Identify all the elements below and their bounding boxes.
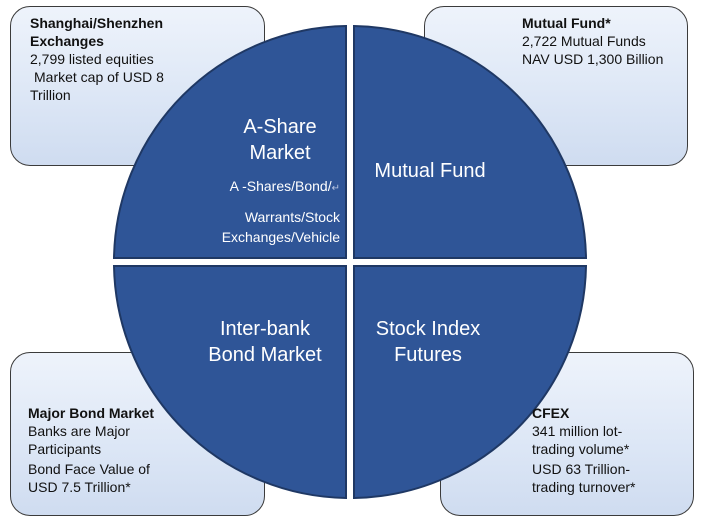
label-line: Market: [249, 142, 311, 164]
major-bond-market-text: Major Bond Market Banks are Major Partic…: [28, 404, 228, 496]
mutual-fund-text: Mutual Fund* 2,722 Mutual Funds NAV USD …: [522, 14, 682, 68]
box-line: Banks are Major: [28, 423, 130, 439]
label-line: Stock Index: [375, 318, 481, 340]
cfex-text: CFEX 341 million lot- trading volume* US…: [532, 404, 682, 496]
sub-line: Exchanges/Vehicle: [221, 229, 340, 245]
box-line: NAV USD 1,300 Billion: [522, 51, 664, 67]
box-title: Shanghai/Shenzhen Exchanges: [30, 15, 164, 49]
shanghai-shenzhen-text: Shanghai/Shenzhen Exchanges 2,799 listed…: [30, 14, 200, 104]
label-line: Inter-bank: [219, 318, 311, 340]
return-mark-icon: ↵: [331, 183, 340, 194]
box-line: Bond Face Value of: [28, 461, 150, 477]
label-line: Futures: [394, 344, 462, 366]
box-line: trading turnover*: [532, 479, 636, 495]
box-title: CFEX: [532, 405, 570, 421]
box-line: 2,722 Mutual Funds: [522, 33, 646, 49]
label-line: A-Share: [243, 116, 317, 138]
sub-line: Warrants/Stock: [244, 209, 340, 225]
mutual-fund-label: Mutual Fund: [360, 158, 500, 184]
box-line: 2,799 listed equities: [30, 51, 154, 67]
quadrant-mutual-fund: [353, 24, 588, 259]
box-line: Trillion: [30, 87, 71, 103]
label-line: Mutual Fund: [374, 160, 486, 182]
box-title: Major Bond Market: [28, 405, 155, 421]
label-line: Bond Market: [208, 344, 322, 366]
quadrant-stock-index-futures: [353, 265, 588, 500]
a-share-market-label: A-Share Market: [220, 114, 340, 166]
quadrant-a-share-market: [112, 24, 347, 259]
box-line: Participants: [28, 441, 102, 457]
box-line: trading volume*: [532, 441, 630, 457]
box-line: USD 7.5 Trillion*: [28, 479, 131, 495]
box-title: Mutual Fund*: [522, 15, 611, 31]
box-line: Market cap of USD 8: [34, 69, 164, 85]
stock-index-futures-label: Stock Index Futures: [358, 316, 498, 368]
box-line: 341 million lot-: [532, 423, 623, 439]
box-line: USD 63 Trillion-: [532, 461, 631, 477]
quadrant-inter-bank-bond-market: [112, 265, 347, 500]
sub-line: A -Shares/Bond/: [229, 178, 332, 194]
inter-bank-bond-market-label: Inter-bank Bond Market: [190, 316, 340, 368]
a-share-market-sublabel: A -Shares/Bond/↵ Warrants/Stock Exchange…: [180, 176, 340, 247]
